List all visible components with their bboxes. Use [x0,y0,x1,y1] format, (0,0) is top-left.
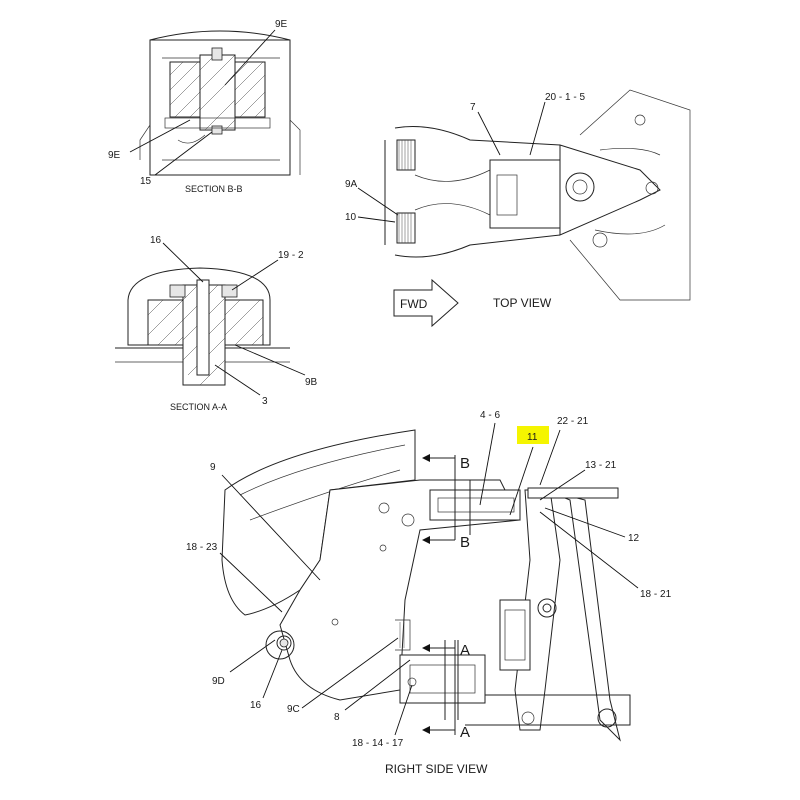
callout-16-rs: 16 [250,700,262,711]
right-side-view: B B A A 4 - 6 11 22 - 21 13 - 21 12 18 -… [186,410,672,776]
callout-3: 3 [262,396,268,407]
section-a-marker-top: A [460,642,470,659]
callout-8: 8 [334,712,340,723]
callout-4-6: 4 - 6 [480,410,500,421]
callout-9d: 9D [212,676,225,687]
callout-9: 9 [210,462,216,473]
callout-16-aa: 16 [150,235,162,246]
top-view-caption: TOP VIEW [493,296,552,310]
callout-22-21: 22 - 21 [557,416,589,427]
fwd-label: FWD [400,297,428,311]
section-b-marker-bottom: B [460,534,470,551]
section-b-marker-top: B [460,455,470,472]
top-view: 7 20 - 1 - 5 9A 10 FWD TOP VIEW [345,89,691,328]
section-aa-caption: SECTION A-A [170,402,227,412]
callout-12: 12 [628,533,640,544]
callout-9e-left: 9E [108,150,121,161]
callout-9e-top: 9E [275,19,288,30]
callout-9b: 9B [305,377,318,388]
section-bb-caption: SECTION B-B [185,184,243,194]
callout-11-highlight [517,426,549,444]
section-a-marker-bottom: A [460,724,470,741]
callout-13-21: 13 - 21 [585,460,617,471]
callout-20-1-5: 20 - 1 - 5 [545,92,585,103]
callout-18-23: 18 - 23 [186,542,218,553]
callout-9c: 9C [287,704,300,715]
section-bb-view: 9E 9E 15 SECTION B-B [108,19,301,194]
right-side-view-caption: RIGHT SIDE VIEW [385,762,488,776]
callout-18-14-17: 18 - 14 - 17 [352,738,404,749]
callout-7: 7 [470,102,476,113]
callout-9a: 9A [345,179,358,190]
callout-11: 11 [527,432,538,443]
callout-18-21: 18 - 21 [640,589,672,600]
callout-10: 10 [345,212,357,223]
callout-15: 15 [140,176,152,187]
section-aa-view: 16 19 - 2 9B 3 SECTION A-A [115,235,318,412]
callout-19-2: 19 - 2 [278,250,304,261]
